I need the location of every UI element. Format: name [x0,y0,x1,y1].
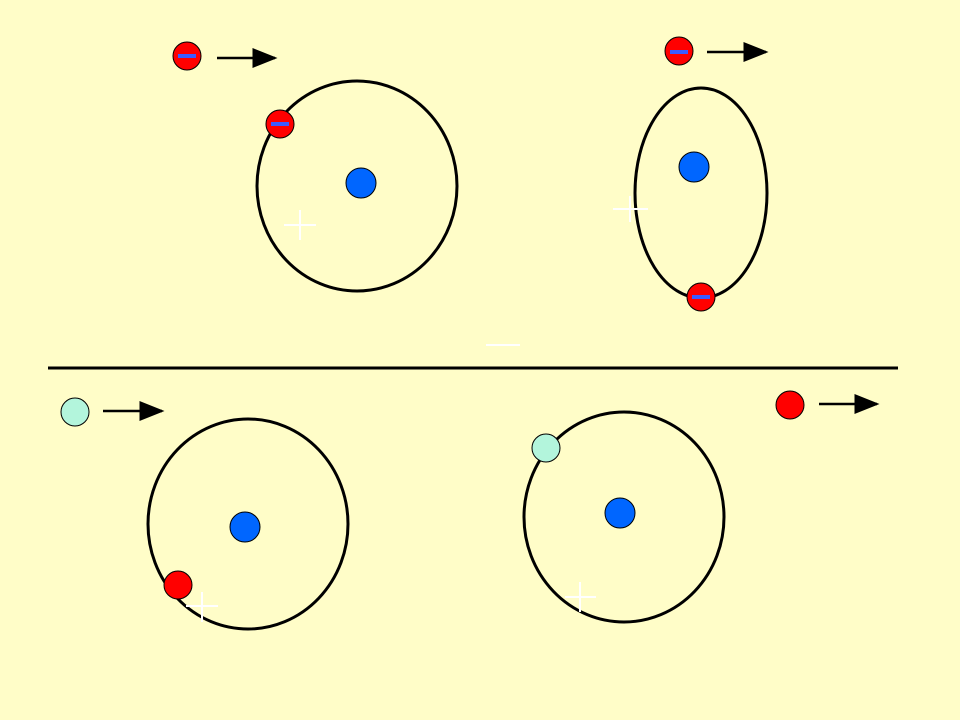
nucleus-icon [678,151,710,183]
top-right-panel [613,36,769,312]
bottom-left-panel [60,397,350,631]
plus-mark-icon [565,582,596,612]
positron-icon [531,433,561,463]
plus-mark-icon [284,210,316,240]
top-left-panel [172,41,459,293]
electron-icon [163,570,193,600]
orbit-circle [522,410,726,624]
plus-mark-icon [186,592,218,622]
electron-icon [775,390,805,420]
orbit-circle [146,417,350,631]
plus-mark-icon [613,196,648,222]
bottom-right-panel [522,390,880,624]
nucleus-icon [604,497,636,529]
orbit-ellipse [633,86,769,300]
nucleus-icon [345,167,377,199]
nucleus-icon [229,511,261,543]
orbit-circle [255,79,459,293]
positron-icon [60,397,90,427]
